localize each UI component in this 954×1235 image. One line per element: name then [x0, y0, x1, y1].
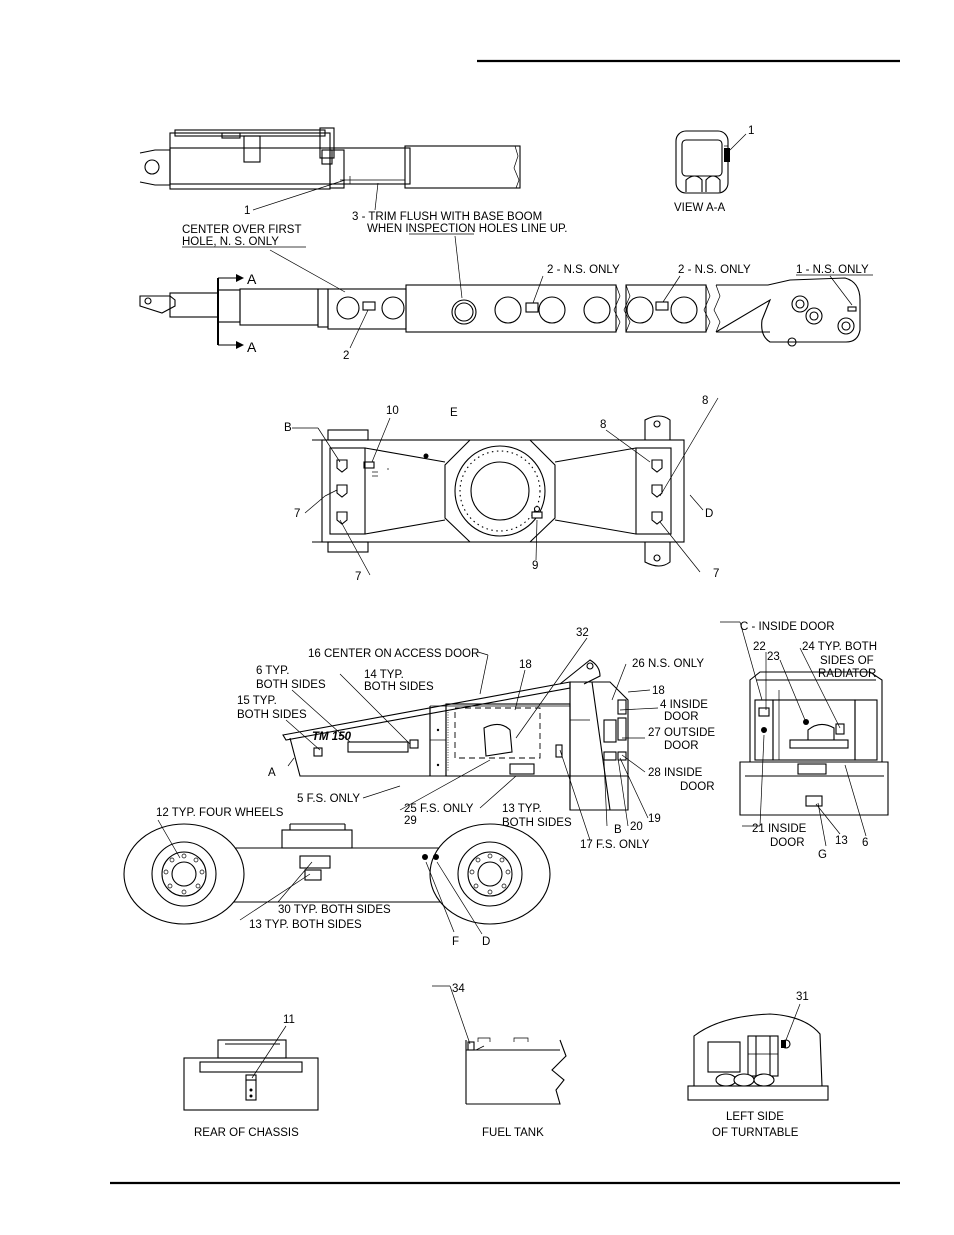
label-frame-7-left: 7 — [294, 508, 300, 520]
label-cab-13: 13 TYP. — [502, 803, 542, 815]
label-cab-5: 5 F.S. ONLY — [297, 793, 360, 805]
label-frame-8-mid: 8 — [600, 419, 606, 431]
label-rad-6: 6 — [862, 837, 868, 849]
label-cab-27: 27 OUTSIDE — [648, 727, 715, 739]
turntable-left-view — [687, 1013, 829, 1101]
label-rear-11: 11 — [283, 1014, 295, 1026]
label-chassis-d: D — [482, 936, 490, 948]
label-3b: WHEN INSPECTION HOLES LINE UP. — [367, 223, 567, 235]
label-cab-28b: DOOR — [680, 781, 715, 793]
label-rad-24b: SIDES OF — [820, 655, 874, 667]
label-cab-14b: BOTH SIDES — [364, 681, 434, 693]
label-cab-15b: BOTH SIDES — [237, 709, 307, 721]
label-cab-4b: DOOR — [664, 711, 699, 723]
section-aa-marker — [217, 274, 244, 349]
label-cab-17: 17 F.S. ONLY — [580, 839, 650, 851]
label-ns-1: 1 - N.S. ONLY — [796, 264, 869, 276]
boom-side-view — [139, 277, 861, 347]
label-rad-24c: RADIATOR — [818, 668, 876, 680]
label-cab-29: 29 — [404, 815, 417, 827]
label-ns-2a: 2 - N.S. ONLY — [547, 264, 620, 276]
label-cab-15: 15 TYP. — [237, 695, 277, 707]
label-frame-9: 9 — [532, 560, 538, 572]
label-ns-2b: 2 - N.S. ONLY — [678, 264, 751, 276]
label-frame-d: D — [705, 508, 713, 520]
label-cab-b: B — [614, 824, 622, 836]
frame-top-view — [312, 415, 685, 567]
label-chassis-f: F — [452, 936, 459, 948]
label-cab-18-top: 18 — [519, 659, 532, 671]
view-aa-detail — [675, 130, 747, 194]
fuel-tank-view — [465, 1037, 567, 1105]
label-chassis-12: 12 TYP. FOUR WHEELS — [156, 807, 284, 819]
label-turn-caption-1: LEFT SIDE — [726, 1111, 784, 1123]
label-frame-10: 10 — [386, 405, 399, 417]
label-turn-31: 31 — [796, 991, 809, 1003]
label-fuel-34: 34 — [452, 983, 465, 995]
label-section-a-bottom: A — [247, 339, 257, 355]
label-cab-28: 28 INSIDE — [648, 767, 703, 779]
boom-top-view — [139, 127, 521, 190]
decal-logo: TM 150 — [312, 731, 352, 743]
label-cab-20: 20 — [630, 821, 643, 833]
label-cab-14: 14 TYP. — [364, 669, 404, 681]
leader-3 — [374, 182, 379, 211]
label-view-1: 1 — [748, 125, 754, 137]
label-cab-19: 19 — [648, 813, 661, 825]
label-cab-6b: BOTH SIDES — [256, 679, 326, 691]
label-rad-23: 23 — [767, 651, 780, 663]
leader-center — [269, 249, 346, 293]
label-frame-8-top: 8 — [702, 395, 708, 407]
label-cab-a: A — [268, 767, 276, 779]
label-center-over-2: HOLE, N. S. ONLY — [182, 236, 279, 248]
rear-chassis-view — [183, 1039, 319, 1111]
label-frame-b: B — [284, 422, 292, 434]
label-cab-32: 32 — [576, 627, 589, 639]
label-fuel-caption: FUEL TANK — [482, 1127, 544, 1139]
turntable-side-view — [282, 659, 629, 811]
label-3: 3 - TRIM FLUSH WITH BASE BOOM — [352, 211, 542, 223]
label-chassis-30: 30 TYP. BOTH SIDES — [278, 904, 391, 916]
label-frame-7-bottom: 7 — [355, 571, 361, 583]
label-rad-g: G — [818, 849, 827, 861]
label-cab-13b: BOTH SIDES — [502, 817, 572, 829]
label-boom-2: 2 — [343, 350, 349, 362]
label-rad-13: 13 — [835, 835, 848, 847]
label-rad-22: 22 — [753, 641, 766, 653]
label-rad-21: 21 INSIDE — [752, 823, 807, 835]
label-frame-7-right: 7 — [713, 568, 719, 580]
label-rad-24: 24 TYP. BOTH — [802, 641, 877, 653]
label-section-a-top: A — [247, 271, 257, 287]
label-cab-26: 26 N.S. ONLY — [632, 658, 704, 670]
label-cab-4: 4 INSIDE — [660, 699, 708, 711]
label-chassis-13: 13 TYP. BOTH SIDES — [249, 919, 362, 931]
label-cab-27b: DOOR — [664, 740, 699, 752]
label-frame-e: E — [450, 407, 458, 419]
wheel-lug-nuts — [163, 853, 511, 895]
label-turn-caption-2: OF TURNTABLE — [712, 1127, 799, 1139]
label-rad-21b: DOOR — [770, 837, 805, 849]
leader-1-top — [252, 179, 346, 211]
label-rear-caption: REAR OF CHASSIS — [194, 1127, 299, 1139]
label-cab-6: 6 TYP. — [256, 665, 289, 677]
chassis-side-view — [123, 823, 551, 925]
label-cab-16: 16 CENTER ON ACCESS DOOR — [308, 648, 479, 660]
radiator-rear-view — [739, 671, 889, 816]
label-cab-18-right: 18 — [652, 685, 665, 697]
label-1-top: 1 — [244, 205, 250, 217]
label-rad-c: C - INSIDE DOOR — [740, 621, 835, 633]
label-cab-25: 25 F.S. ONLY — [404, 803, 474, 815]
label-center-over-1: CENTER OVER FIRST — [182, 224, 301, 236]
label-view-aa: VIEW A-A — [674, 202, 725, 214]
